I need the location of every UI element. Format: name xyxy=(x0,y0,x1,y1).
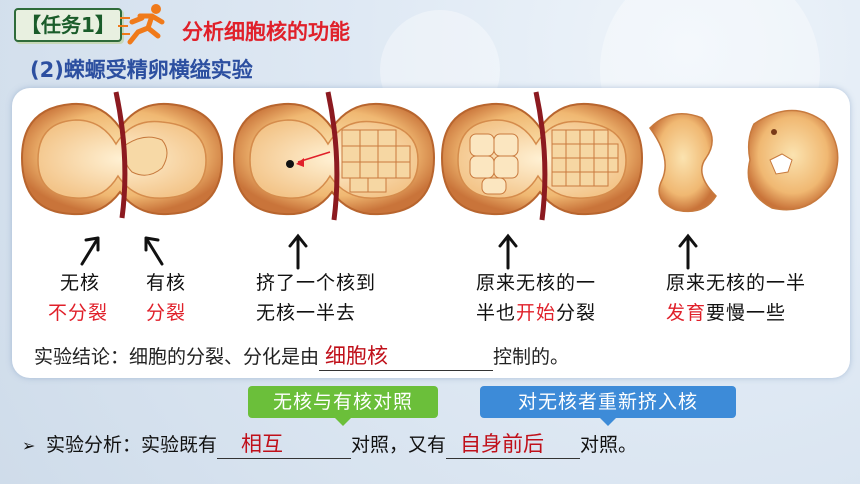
label-no-divide: 不分裂 xyxy=(48,302,109,324)
conclusion-suffix: 控制的。 xyxy=(493,346,570,368)
arrow-up-icon xyxy=(678,233,698,270)
analysis-prefix: 实验分析：实验既有 xyxy=(46,434,218,456)
label-dev-2b: 要慢一些 xyxy=(706,302,787,324)
label-half-1: 原来无核的一 xyxy=(476,272,597,294)
running-man-icon xyxy=(118,4,165,45)
embryo-shape-2 xyxy=(747,109,839,211)
arrow-up-icon xyxy=(288,233,308,270)
cell-stage-1 xyxy=(20,91,224,219)
label-squeeze-1: 挤了一个核到 xyxy=(256,272,377,294)
page-title: 分析细胞核的功能 xyxy=(182,20,350,44)
label-dev-2: 发育要慢一些 xyxy=(666,298,786,325)
conclusion-prefix: 实验结论：细胞的分裂、分化是由 xyxy=(34,346,320,368)
label-has-nucleus: 有核 xyxy=(146,272,187,294)
analysis-answer-2: 自身前后 xyxy=(446,428,581,459)
label-divide: 分裂 xyxy=(146,302,187,324)
label-half-2b: 开始 xyxy=(516,302,557,324)
label-dev-1: 原来无核的一半 xyxy=(666,272,807,294)
bullet-arrow-icon: ➢ xyxy=(22,436,36,455)
conclusion-line: 实验结论：细胞的分裂、分化是由细胞核控制的。 xyxy=(34,340,569,371)
experiment-panel: 无核 不分裂 有核 分裂 挤了一个核到 无核一半去 原来无核的一 半也开始分裂 … xyxy=(12,88,850,378)
label-half-2c: 分裂 xyxy=(556,302,597,324)
label-dev-2a: 发育 xyxy=(666,302,707,324)
tag-control-blue: 对无核者重新挤入核 xyxy=(480,386,736,426)
label-squeeze-2: 无核一半去 xyxy=(256,302,357,324)
conclusion-answer: 细胞核 xyxy=(319,340,494,371)
experiment-figure xyxy=(20,91,839,270)
label-half-2a: 半也 xyxy=(476,302,517,324)
analysis-middle: 对照，又有 xyxy=(351,434,447,456)
cell-stage-2 xyxy=(232,91,436,221)
arrow-up-icon xyxy=(80,236,100,266)
cell-stage-3 xyxy=(440,91,644,221)
analysis-line: ➢ 实验分析：实验既有相互对照，又有自身前后对照。 xyxy=(22,428,637,459)
arrow-up-icon xyxy=(144,236,164,266)
label-no-nucleus: 无核 xyxy=(60,272,101,294)
embryo-shape-1 xyxy=(649,113,717,213)
analysis-suffix: 对照。 xyxy=(580,434,638,456)
experiment-subtitle: (2)蝾螈受精卵横缢实验 xyxy=(30,58,253,82)
task-badge: 【任务1】 xyxy=(14,8,122,42)
label-half-2: 半也开始分裂 xyxy=(476,298,596,325)
tag-control-green: 无核与有核对照 xyxy=(248,386,438,426)
arrow-up-icon xyxy=(498,233,518,270)
analysis-answer-1: 相互 xyxy=(217,428,352,459)
